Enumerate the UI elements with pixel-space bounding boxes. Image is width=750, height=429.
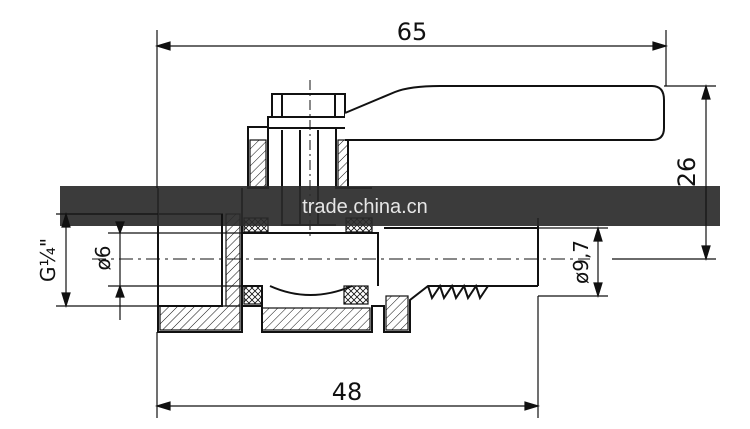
dim-label-height: 26 [673,157,701,188]
dimension-thread [56,211,158,309]
dimension-overall-length [154,30,669,188]
dimension-height [612,83,716,262]
dimension-hose [538,225,608,299]
hatched-sections [159,139,409,331]
dimension-fitting-length [154,296,541,418]
dim-label-bore: ø6 [91,246,115,271]
dim-label-thread: G¼" [36,238,60,282]
dimension-bore [108,221,242,320]
dim-label-overall-length: 65 [397,18,428,46]
dim-label-hose: ø9,7 [569,240,593,284]
lever-handle [344,85,665,141]
dim-label-fitting-length: 48 [332,378,363,406]
watermark-band [60,186,720,226]
watermark-text: trade.china.cn [302,196,428,218]
stem-nut [267,93,351,129]
